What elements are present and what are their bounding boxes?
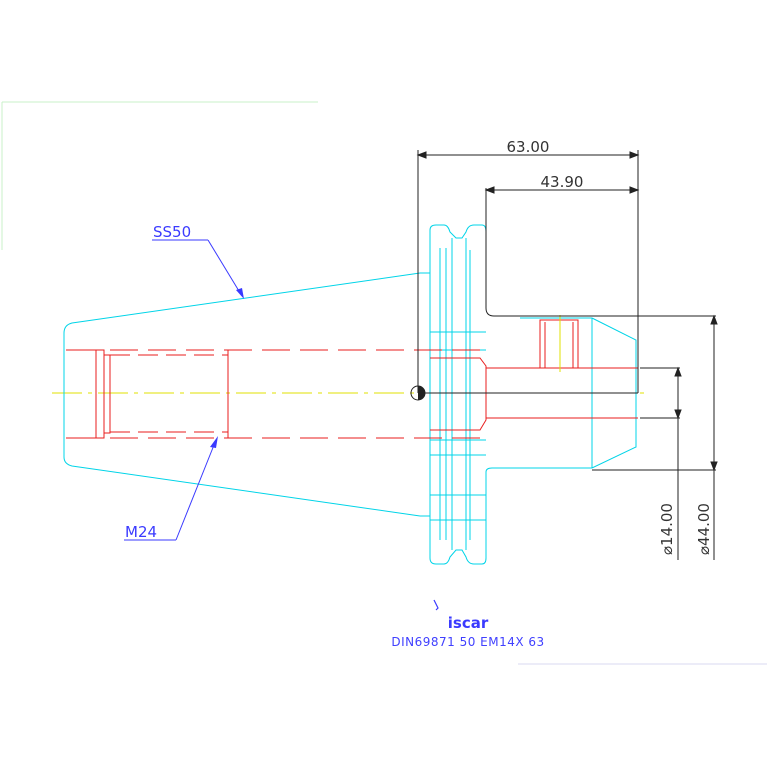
dim-large-diameter: ⌀44.00 (695, 503, 713, 555)
taper-leader-arrow (236, 288, 244, 299)
taper-label: SS50 (153, 223, 191, 241)
dim-inner-length: 43.90 (541, 173, 584, 191)
dimension-lines (416, 150, 718, 560)
frame-lines (1, 101, 767, 665)
dim-small-diameter: ⌀14.00 (658, 503, 676, 555)
caption-text: DIN69871 50 EM14X 63 (391, 635, 544, 649)
thread-leader-arrow (210, 436, 218, 448)
thread-label: M24 (125, 523, 157, 541)
iscar-logo-icon: iscar (433, 599, 489, 632)
bore-features (66, 319, 638, 439)
leader-lines (124, 239, 243, 541)
gauge-point-fill (418, 386, 425, 400)
dim-overall-length: 63.00 (507, 138, 550, 156)
holder-body (63, 224, 637, 565)
logo-brand: iscar (448, 614, 489, 632)
